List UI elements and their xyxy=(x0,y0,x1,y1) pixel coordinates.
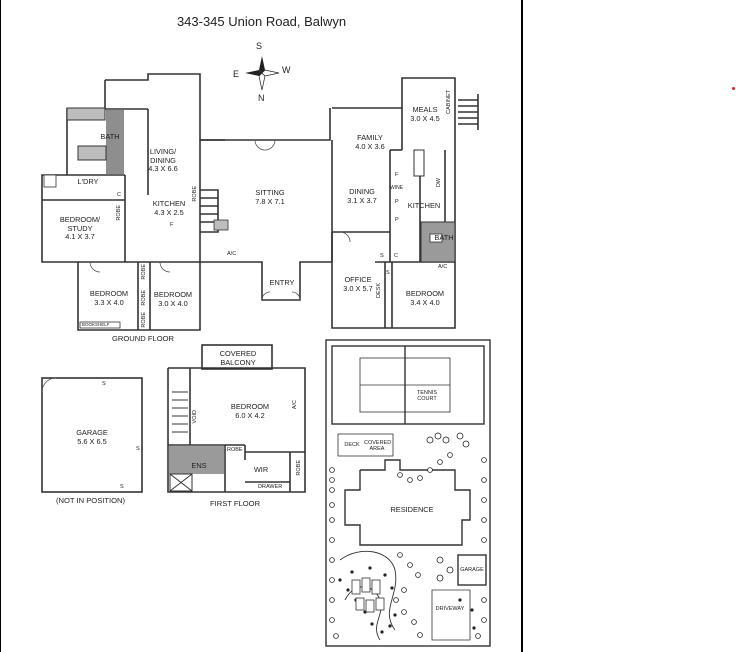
first-floor-caption: FIRST FLOOR xyxy=(210,499,261,508)
cabinet-label: CABINET xyxy=(446,90,452,114)
room-family: FAMILY 4.0 X 3.6 xyxy=(355,133,385,151)
ff-outer-wall xyxy=(167,367,306,493)
wine-label: WINE xyxy=(390,185,404,191)
f-label: F xyxy=(170,222,174,228)
gf-wall-entry xyxy=(235,261,332,301)
site-boundary xyxy=(325,339,491,647)
site-driveway: DRIVEWAY xyxy=(435,606,465,612)
ff-robe: ROBE xyxy=(227,447,243,453)
room-bath-east: BATH xyxy=(434,233,454,242)
robe-label: ROBE xyxy=(141,312,147,328)
garden-shrubs xyxy=(329,432,487,639)
compass-e: E xyxy=(233,69,240,79)
residence-outline xyxy=(344,459,471,546)
ff-ac: A/C xyxy=(292,400,298,410)
room-garage: GARAGE 5.6 X 6.5 xyxy=(76,428,108,446)
site-deck: DECK xyxy=(344,442,360,448)
compass-s: S xyxy=(256,41,263,51)
garage-note: (NOT IN POSITION) xyxy=(56,496,126,505)
gf-wall-sitting-top xyxy=(200,108,331,141)
room-bath: BATH xyxy=(100,132,120,141)
room-office: OFFICE 3.0 X 5.7 xyxy=(343,275,373,293)
garage-s-label: S xyxy=(120,484,124,490)
site-tennis-court: TENNIS COURT xyxy=(416,390,438,402)
c-label: C xyxy=(117,192,121,198)
site-residence: RESIDENCE xyxy=(390,505,434,514)
robe-label: ROBE xyxy=(116,205,122,221)
ac-label: A/C xyxy=(227,251,237,257)
p-label: P xyxy=(395,199,399,205)
room-kitchen-west: KITCHEN 4.3 X 2.5 xyxy=(152,199,186,217)
bookshelf-label: BOOKSHELF xyxy=(82,322,110,327)
site-garage-label: GARAGE xyxy=(460,567,484,573)
compass-n: N xyxy=(258,93,265,103)
plan-drawing xyxy=(41,56,491,647)
room-living-dining: LIVING/ DINING 4.3 X 6.6 xyxy=(148,147,178,174)
room-bedroom-1: BEDROOM 3.3 X 4.0 xyxy=(89,289,129,307)
garage-s-label: S xyxy=(102,381,106,387)
ff-balcony xyxy=(201,344,273,370)
room-sitting: SITTING 7.8 X 7.1 xyxy=(255,188,285,206)
dw-label: DW xyxy=(436,178,442,188)
room-meals: MEALS 3.0 X 4.5 xyxy=(410,105,440,123)
room-dining: DINING 3.1 X 3.7 xyxy=(347,187,377,205)
ff-drawer: DRAWER xyxy=(258,484,283,490)
room-entry: ENTRY xyxy=(269,278,295,287)
ff-void: VOID xyxy=(192,410,198,424)
room-bedroom-3: BEDROOM 3.4 X 4.0 xyxy=(405,289,445,307)
c-label: C xyxy=(394,253,398,259)
ff-wir: WIR xyxy=(253,465,269,474)
robe-label: ROBE xyxy=(192,186,198,202)
tennis-court xyxy=(331,345,485,425)
ff-bedroom: BEDROOM 6.0 X 4.2 xyxy=(230,402,270,420)
sheet-border-right xyxy=(521,0,523,652)
s-label: S xyxy=(386,270,390,276)
sheet-border-left xyxy=(0,0,1,652)
page-title: 343-345 Union Road, Balwyn xyxy=(176,14,347,29)
gf-wall-right-wing xyxy=(331,77,456,329)
red-marker xyxy=(732,87,735,90)
room-kitchen-east: KITCHEN xyxy=(407,201,441,210)
s-label: S xyxy=(380,253,384,259)
p-label: P xyxy=(395,217,399,223)
room-bedroom-2: BEDROOM 3.0 X 4.0 xyxy=(153,290,193,308)
ac-label: A/C xyxy=(438,264,448,270)
robe-label: ROBE xyxy=(141,290,147,306)
compass-w: W xyxy=(282,65,291,75)
desk-label: DESK xyxy=(376,283,382,298)
compass-icon xyxy=(245,56,280,91)
garage-outline xyxy=(41,377,143,493)
ground-floor-caption: GROUND FLOOR xyxy=(112,334,175,343)
ff-robe-vert: ROBE xyxy=(296,460,302,476)
ff-ens-fill xyxy=(169,446,224,474)
covered-balcony: COVERED BALCONY xyxy=(219,349,257,367)
room-laundry: L'DRY xyxy=(77,177,99,186)
f-label: F xyxy=(395,172,399,178)
robe-label: ROBE xyxy=(141,264,147,280)
room-bedroom-study: BEDROOM/ STUDY 4.1 X 3.7 xyxy=(59,215,101,242)
site-covered-area: COVERED AREA xyxy=(364,440,392,452)
ff-ens: ENS xyxy=(191,461,207,470)
gf-bath-fill xyxy=(106,110,124,174)
site-garage xyxy=(457,554,487,586)
garage-s-label: S xyxy=(136,446,140,452)
